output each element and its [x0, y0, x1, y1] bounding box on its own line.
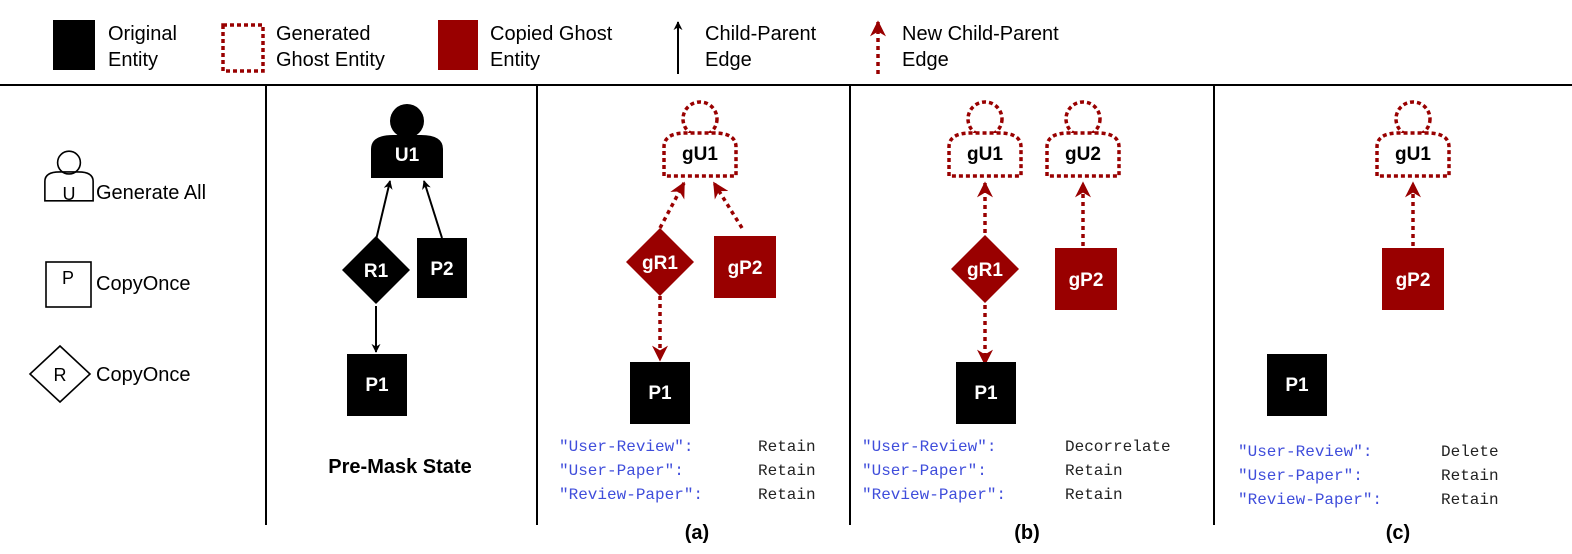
- node-gr1-label: gR1: [642, 253, 678, 274]
- paper-icon-glyph: P: [62, 268, 74, 288]
- node-r1-label: R1: [364, 261, 389, 282]
- edge-gr1-gu1: [658, 181, 686, 229]
- node-gp2-label: gP2: [1396, 270, 1431, 291]
- panel-a-caption: (a): [685, 522, 709, 544]
- row-value: Retain: [1441, 491, 1499, 509]
- node-gu1-label: gU1: [1395, 144, 1431, 165]
- paper-policy-row: P CopyOnce: [45, 261, 191, 308]
- paper-icon: [45, 261, 92, 308]
- edge-r1-u1: [375, 180, 393, 241]
- row-key: "User-Paper":: [862, 462, 987, 480]
- row-key: "User-Review":: [559, 438, 693, 456]
- legend-copied-ghost-entity: [438, 20, 478, 70]
- row-key: "Review-Paper":: [559, 486, 703, 504]
- panel-a: gU1 gR1 gP2 P1 "User-Review": Retain "Us…: [559, 100, 816, 544]
- node-gp2-label: gP2: [728, 258, 763, 279]
- row-key: "User-Review":: [862, 438, 996, 456]
- node-p1-label: P1: [1285, 375, 1309, 396]
- node-p2: [417, 238, 467, 298]
- row-value: Retain: [1441, 467, 1499, 485]
- node-gr1: [951, 235, 1019, 303]
- edge-p2-u1: [422, 180, 443, 239]
- policy-table: "User-Review": Retain "User-Paper": Reta…: [559, 438, 816, 504]
- node-r1: [342, 236, 410, 304]
- row-key: "User-Paper":: [559, 462, 684, 480]
- row-value: Retain: [758, 438, 816, 456]
- node-gr1-label: gR1: [967, 260, 1003, 281]
- node-gp2-label: gP2: [1069, 270, 1104, 291]
- node-p1: [956, 362, 1016, 424]
- policy-table: "User-Review": Decorrelate "User-Paper":…: [862, 438, 1171, 504]
- node-p1: [630, 362, 690, 424]
- node-p1-label: P1: [365, 375, 389, 396]
- row-value: Retain: [758, 462, 816, 480]
- node-gp2: [714, 236, 776, 298]
- node-u1: [371, 104, 443, 178]
- node-gp2: [1055, 248, 1117, 310]
- review-icon-glyph: R: [54, 365, 67, 385]
- edge-gp2-gu1: [712, 181, 744, 229]
- node-gp2: [1382, 248, 1444, 310]
- user-policy-row: U Generate All: [44, 150, 206, 204]
- premask-caption: Pre-Mask State: [328, 456, 471, 478]
- row-key: "Review-Paper":: [1238, 491, 1382, 509]
- panel-c-caption: (c): [1386, 522, 1410, 544]
- row-key: "User-Paper":: [1238, 467, 1363, 485]
- node-p1: [1267, 354, 1327, 416]
- node-gr1: [626, 228, 694, 296]
- node-p2-label: P2: [430, 259, 453, 280]
- review-policy-row: R CopyOnce: [28, 344, 191, 404]
- panel-b: gU1 gU2 gR1 gP2 P1 "User-Review": Decorr…: [862, 100, 1171, 544]
- row-key: "User-Review":: [1238, 443, 1372, 461]
- row-value: Retain: [758, 486, 816, 504]
- legend-original-entity: [53, 20, 95, 70]
- user-policy-label: Generate All: [96, 182, 206, 204]
- user-icon-glyph: U: [63, 184, 76, 204]
- row-value: Decorrelate: [1065, 438, 1171, 456]
- node-gu2-label: gU2: [1065, 144, 1101, 165]
- node-gu1-label: gU1: [967, 144, 1003, 165]
- panel-c: gU1 gP2 P1 "User-Review": Delete "User-P…: [1238, 100, 1499, 544]
- review-icon: [28, 344, 92, 404]
- node-p1-label: P1: [648, 383, 672, 404]
- node-u1-label: U1: [395, 145, 420, 166]
- review-policy-label: CopyOnce: [96, 364, 191, 386]
- policy-table: "User-Review": Delete "User-Paper": Reta…: [1238, 443, 1499, 509]
- policy-key: U Generate All P CopyOnce R CopyOnce: [28, 150, 206, 404]
- node-p1-label: P1: [974, 383, 998, 404]
- row-key: "Review-Paper":: [862, 486, 1006, 504]
- node-p1: [347, 354, 407, 416]
- paper-policy-label: CopyOnce: [96, 273, 191, 295]
- copied-ghost-swatch: [438, 20, 478, 70]
- row-value: Retain: [1065, 486, 1123, 504]
- premask-panel: U1 R1 P2 P1 Pre-Mask State: [328, 104, 472, 478]
- node-gu1-label: gU1: [682, 144, 718, 165]
- legend-generated-ghost-entity: [221, 23, 265, 73]
- generated-ghost-swatch: [221, 23, 265, 73]
- panel-b-caption: (b): [1014, 522, 1040, 544]
- row-value: Retain: [1065, 462, 1123, 480]
- row-value: Delete: [1441, 443, 1499, 461]
- original-entity-swatch: [53, 20, 95, 70]
